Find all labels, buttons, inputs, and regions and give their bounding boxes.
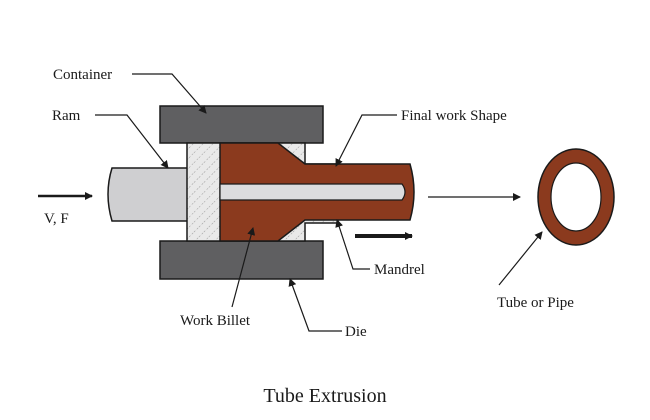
container-top xyxy=(159,105,324,144)
ram xyxy=(107,167,193,222)
die-label: Die xyxy=(345,324,367,340)
tube-ring-hole xyxy=(550,162,602,232)
final-shape-label: Final work Shape xyxy=(401,108,507,124)
container-label: Container xyxy=(53,67,112,83)
container-leader xyxy=(132,73,207,114)
billet-label: Work Billet xyxy=(180,313,251,329)
diagram-title: Tube Extrusion xyxy=(263,385,386,407)
mandrel xyxy=(219,183,406,201)
tube-label: Tube or Pipe xyxy=(497,295,574,311)
billet-leader xyxy=(231,227,256,308)
force-label: V, F xyxy=(44,211,69,227)
tube-leader xyxy=(498,231,543,286)
ram-leader xyxy=(95,114,169,169)
die-leader xyxy=(288,278,342,332)
mandrel-leader xyxy=(335,219,370,270)
ram-label: Ram xyxy=(52,108,81,124)
final-shape-leader xyxy=(335,114,397,167)
mandrel-label: Mandrel xyxy=(374,262,425,278)
